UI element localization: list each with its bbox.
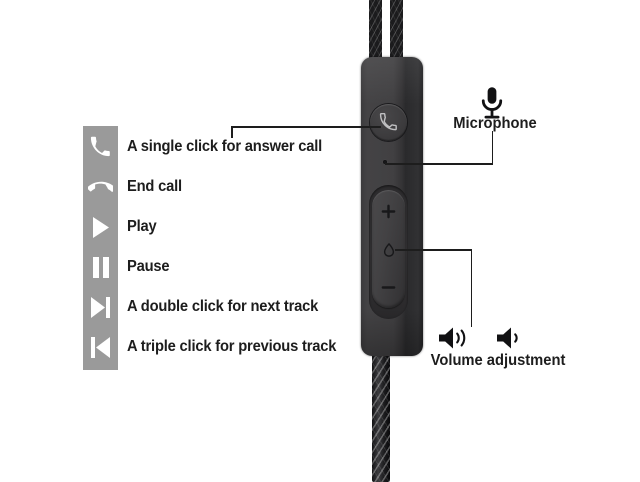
list-item-label: End call: [127, 178, 182, 195]
next-track-icon: [83, 287, 118, 327]
phone-handset-icon: [379, 113, 397, 131]
phone-hangup-icon: [83, 167, 118, 207]
leader-line-call-horizontal: [231, 126, 381, 128]
list-item-label: A double click for next track: [127, 298, 319, 315]
list-item[interactable]: End call: [83, 167, 383, 207]
volume-adjustment-label: Volume adjustment: [430, 352, 566, 369]
volume-down-minus-icon[interactable]: [380, 279, 397, 296]
cable-top-left: [369, 0, 382, 62]
microphone-pinhole: [383, 160, 387, 164]
call-button[interactable]: [370, 104, 407, 141]
volume-up-plus-icon[interactable]: [380, 203, 397, 220]
microphone-label: Microphone: [453, 115, 537, 132]
leader-line-call-vertical: [231, 126, 233, 138]
list-item-label: Play: [127, 218, 157, 235]
leader-line-mic-horizontal: [385, 163, 493, 165]
cable-braid-texture: [372, 348, 390, 482]
cable-braid-texture: [390, 0, 403, 62]
leader-line-mic-vertical: [491, 131, 494, 164]
legend-list: A single click for answer call End call …: [83, 126, 383, 370]
list-item[interactable]: A single click for answer call: [83, 127, 383, 167]
cable-top-right: [390, 0, 403, 62]
volume-down-icon: [495, 325, 531, 351]
list-item-label: A triple click for previous track: [127, 338, 337, 355]
list-item[interactable]: Play: [83, 207, 383, 247]
cable-bottom-main: [372, 348, 390, 482]
list-item-label: A single click for answer call: [127, 138, 323, 155]
pause-icon: [83, 247, 118, 287]
leader-line-volume-horizontal: [395, 249, 472, 251]
leader-line-volume-vertical: [470, 249, 473, 327]
legend-icon-strip: [83, 126, 118, 370]
phone-handset-icon: [83, 127, 118, 167]
microphone-icon: [473, 85, 511, 121]
list-item[interactable]: Pause: [83, 247, 383, 287]
list-item[interactable]: A double click for next track: [83, 287, 383, 327]
cable-braid-texture: [369, 0, 382, 62]
previous-track-icon: [83, 327, 118, 367]
play-icon: [83, 207, 118, 247]
volume-up-icon: [437, 325, 473, 351]
list-item-label: Pause: [127, 258, 170, 275]
speaker-droplet-icon[interactable]: [382, 242, 396, 258]
list-item[interactable]: A triple click for previous track: [83, 327, 383, 367]
